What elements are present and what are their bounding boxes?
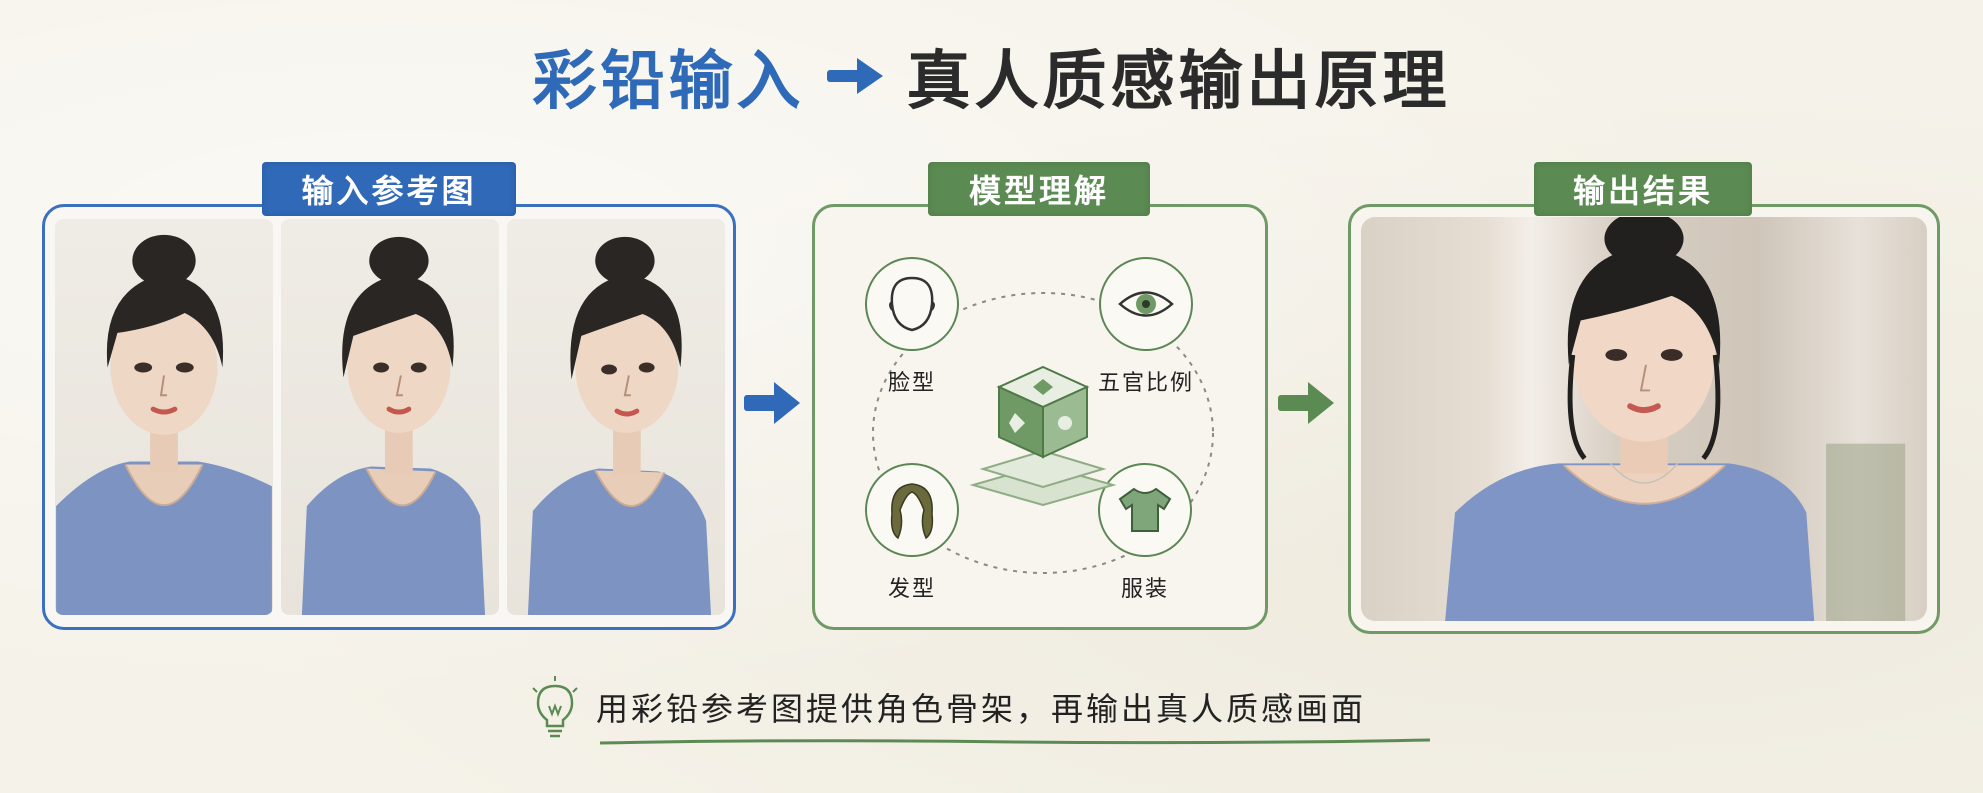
output-result-tag: 输出结果: [1534, 162, 1752, 216]
connection-ring: [872, 292, 1214, 574]
feature-hairstyle: 发型: [865, 463, 959, 603]
title-part-input: 彩铅输入: [532, 45, 805, 119]
face-outline-icon: [889, 276, 935, 332]
portrait-image: [56, 234, 272, 615]
input-reference-tag: 输入参考图: [262, 162, 516, 216]
portrait-image: [1445, 217, 1906, 621]
feature-face-shape: 脸型: [865, 257, 959, 397]
arrow-right-icon: [744, 382, 800, 424]
eye-icon: [1118, 291, 1174, 317]
feature-facial-proportion: 五官比例: [1098, 257, 1194, 397]
portrait-image: [301, 236, 486, 615]
arrow-right-icon: [826, 58, 883, 94]
feature-circle: [1099, 257, 1193, 351]
feature-clothing: 服装: [1098, 463, 1192, 603]
feature-circle: [1098, 463, 1192, 557]
sketch-portrait-front: [55, 219, 273, 615]
feature-label: 服装: [1120, 577, 1169, 602]
lightbulb-icon: [532, 676, 578, 738]
sketch-portrait-side: [507, 219, 725, 615]
sketch-portrait-three-quarter: [281, 219, 499, 615]
feature-circle: [865, 257, 959, 351]
model-panel: 脸型 五官比例 发型: [812, 204, 1268, 630]
feature-label: 脸型: [887, 371, 936, 396]
caption: 用彩铅参考图提供角色骨架，再输出真人质感画面: [530, 676, 1366, 738]
portrait-image: [527, 236, 712, 615]
output-photo: [1361, 217, 1927, 621]
tshirt-icon: [1118, 487, 1172, 532]
feature-label: 发型: [887, 577, 936, 602]
diagram-title: 彩铅输入 真人质感输出原理: [0, 30, 1983, 122]
cube-model-icon: [969, 365, 1117, 507]
output-panel: [1348, 204, 1940, 634]
arrow-right-icon: [1278, 382, 1334, 424]
model-understanding-tag: 模型理解: [928, 162, 1150, 216]
feature-label: 五官比例: [1098, 371, 1195, 396]
hair-icon: [890, 483, 934, 540]
input-panel: [42, 204, 736, 630]
caption-underline: [600, 738, 1430, 745]
title-part-output: 真人质感输出原理: [906, 45, 1451, 119]
caption-text: 用彩铅参考图提供角色骨架，再输出真人质感画面: [596, 690, 1367, 728]
feature-circle: [865, 463, 959, 557]
